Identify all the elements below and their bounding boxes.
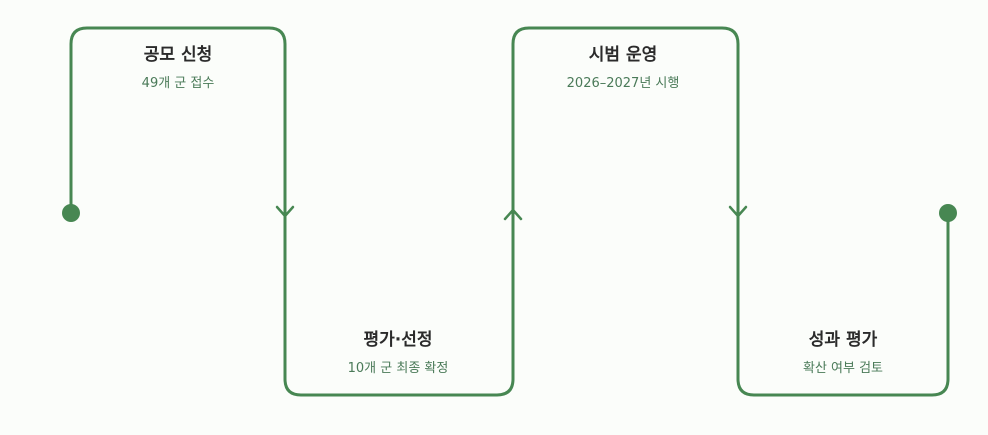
step-title: 공모 신청 — [143, 45, 213, 65]
arrow-up-icon — [503, 208, 523, 221]
step-description: 2026–2027년 시행 — [566, 76, 680, 91]
step-pilot: 시범 운영 2026–2027년 시행 — [523, 44, 723, 93]
arrow-down-icon — [728, 205, 748, 218]
step-description: 49개 군 접수 — [141, 76, 215, 91]
end-dot — [939, 204, 957, 222]
step-description: 확산 여부 검토 — [802, 361, 884, 376]
step-application: 공모 신청 49개 군 접수 — [78, 44, 278, 93]
step-title: 시범 운영 — [588, 45, 658, 65]
step-title: 성과 평가 — [808, 330, 878, 350]
step-description: 10개 군 최종 확정 — [347, 361, 449, 376]
step-title: 평가·선정 — [363, 330, 433, 350]
step-evaluation: 평가·선정 10개 군 최종 확정 — [298, 329, 498, 378]
start-dot — [62, 204, 80, 222]
arrow-down-icon — [275, 205, 295, 218]
step-assessment: 성과 평가 확산 여부 검토 — [743, 329, 943, 378]
